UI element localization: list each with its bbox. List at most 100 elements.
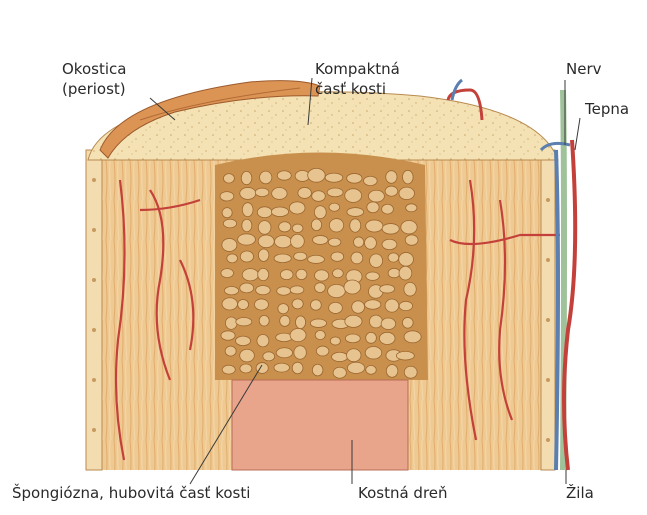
trabecula-cell xyxy=(222,365,235,374)
trabecula-cell xyxy=(315,283,326,293)
trabecula-cell xyxy=(327,188,343,197)
trabecula-cell xyxy=(276,348,292,358)
trabecula-cell xyxy=(258,268,269,280)
trabecula-cell xyxy=(366,220,383,232)
trabecula-cell xyxy=(385,186,398,196)
trabecula-cell xyxy=(367,202,379,213)
trabecula-cell xyxy=(292,299,303,309)
trabecula-cell xyxy=(330,337,340,345)
trabecula-cell xyxy=(365,347,381,360)
trabecula-cell xyxy=(405,235,418,246)
trabecula-cell xyxy=(271,207,288,217)
trabecula-cell xyxy=(308,255,325,263)
trabecula-cell xyxy=(365,237,377,249)
label-nerve: Nerv xyxy=(566,60,602,79)
trabecula-cell xyxy=(242,269,258,281)
trabecula-cell xyxy=(223,219,236,228)
trabecula-cell xyxy=(295,316,305,329)
trabecula-cell xyxy=(352,301,365,313)
label-compact-1: Kompaktná xyxy=(315,60,400,79)
trabecula-cell xyxy=(292,224,303,232)
trabecula-cell xyxy=(399,301,412,310)
trabecula-cell xyxy=(290,286,304,294)
trabecula-cell xyxy=(260,171,272,184)
trabecula-cell xyxy=(381,318,396,330)
trabecula-cell xyxy=(278,304,289,314)
trabecula-cell xyxy=(224,287,238,295)
label-marrow: Kostná dreň xyxy=(358,484,448,503)
trabecula-cell xyxy=(289,202,305,214)
trabecula-cell xyxy=(331,252,344,261)
trabecula-cell xyxy=(313,235,328,244)
trabecula-cell xyxy=(238,299,249,309)
trabecula-cell xyxy=(222,208,232,218)
trabecula-cell xyxy=(332,352,348,361)
trabecula-cell xyxy=(257,207,272,218)
trabecula-cell xyxy=(328,284,346,297)
trabecula-cell xyxy=(221,331,235,340)
trabecula-cell xyxy=(399,187,414,199)
trabecula-cell xyxy=(366,332,377,343)
trabecula-cell xyxy=(364,176,378,185)
label-artery: Tepna xyxy=(585,100,629,119)
trabecula-cell xyxy=(366,272,380,281)
trabecula-cell xyxy=(258,235,274,248)
trabecula-cell xyxy=(312,191,326,202)
trabecula-cell xyxy=(382,239,397,249)
trabecula-cell xyxy=(380,285,395,293)
trabecula-cell xyxy=(259,315,269,326)
trabecula-cell xyxy=(345,189,362,203)
trabecula-cell xyxy=(294,252,307,260)
trabecula-cell xyxy=(279,222,291,232)
trabecula-cell xyxy=(366,366,377,375)
trabecula-cell xyxy=(291,234,305,248)
trabecula-cell xyxy=(314,270,328,281)
label-spongy: Špongiózna, hubovitá časť kosti xyxy=(12,484,250,503)
trabecula-cell xyxy=(238,234,256,245)
trabecula-cell xyxy=(347,362,364,373)
trabecula-cell xyxy=(386,365,398,378)
trabecula-cell xyxy=(370,254,383,268)
trabecula-cell xyxy=(240,251,253,262)
trabecula-cell xyxy=(388,268,400,277)
trabecula-cell xyxy=(254,299,268,310)
trabecula-cell xyxy=(316,346,329,356)
trabecula-cell xyxy=(379,332,395,344)
trabecula-cell xyxy=(225,317,237,329)
trabecula-cell xyxy=(314,206,326,219)
trabecula-cell xyxy=(347,173,362,183)
trabecula-cell xyxy=(258,249,268,261)
trabecula-cell xyxy=(310,300,321,310)
trabecula-cell xyxy=(277,171,291,180)
trabecula-cell xyxy=(402,170,413,184)
trabecula-cell xyxy=(328,238,341,246)
trabecula-cell xyxy=(329,302,343,313)
trabecula-cell xyxy=(401,220,417,233)
trabecula-cell xyxy=(256,285,271,294)
trabecula-cell xyxy=(240,283,254,293)
trabecula-cell xyxy=(406,204,417,212)
trabecula-cell xyxy=(365,300,381,310)
trabecula-cell xyxy=(345,315,362,327)
trabecula-cell xyxy=(399,252,414,266)
trabecula-cell xyxy=(277,287,291,296)
trabecula-cell xyxy=(347,349,361,362)
trabecula-cell xyxy=(396,351,414,360)
label-periosteum-2: (periost) xyxy=(62,80,126,99)
vein-shape xyxy=(556,150,558,470)
trabecula-cell xyxy=(236,318,252,326)
trabecula-cell xyxy=(221,269,234,278)
trabecula-cell xyxy=(272,188,287,200)
trabecula-cell xyxy=(333,367,346,378)
trabecula-cell xyxy=(242,219,252,232)
trabecula-cell xyxy=(298,187,312,198)
trabecula-cell xyxy=(382,224,399,234)
trabecula-cell xyxy=(404,331,421,343)
trabecula-cell xyxy=(240,187,256,199)
label-vein: Žila xyxy=(566,484,594,503)
trabecula-cell xyxy=(280,315,290,326)
trabecula-cell xyxy=(354,237,364,247)
trabecula-cell xyxy=(274,363,289,372)
trabecula-cell xyxy=(294,346,306,360)
